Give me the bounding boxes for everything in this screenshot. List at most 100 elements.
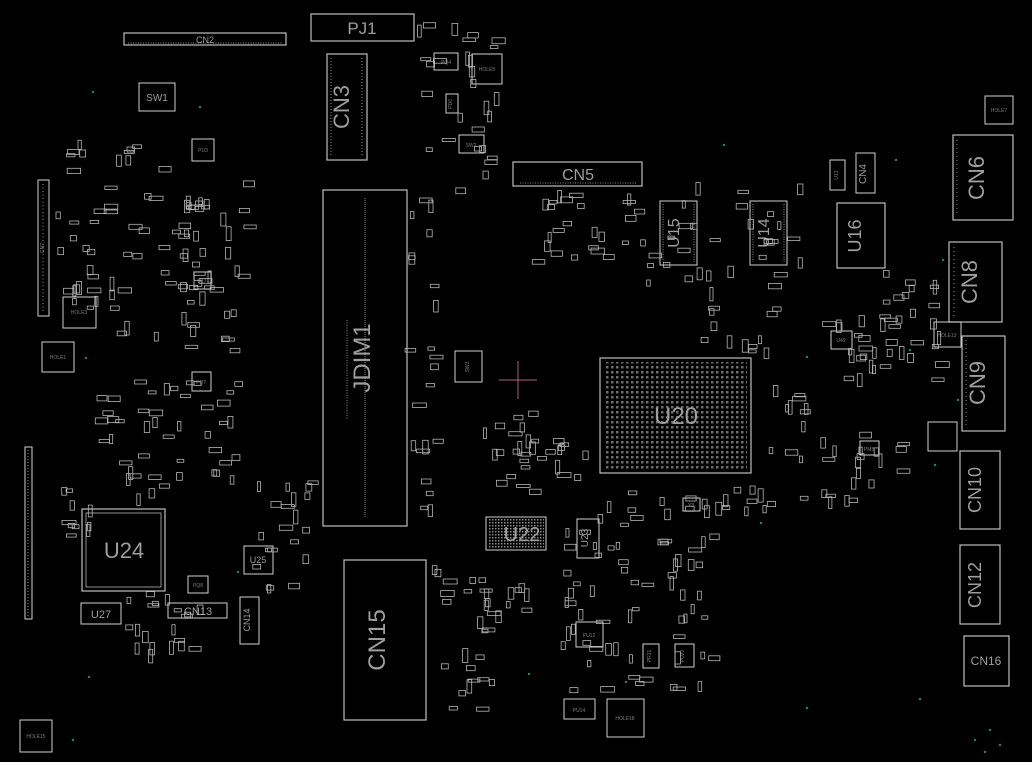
passive-footprint: [641, 582, 655, 588]
part-pm8[interactable]: PM8: [859, 440, 880, 456]
passive-footprint: [143, 421, 151, 433]
passive-footprint: [159, 483, 170, 489]
connector-cn5[interactable]: CN5: [512, 161, 643, 187]
chip-u14[interactable]: U14: [749, 200, 788, 266]
hole-hole7[interactable]: HOLE7: [984, 95, 1014, 125]
passive-footprint: [525, 434, 531, 449]
passive-footprint: [512, 448, 520, 455]
via-dot: [933, 463, 937, 467]
connector-cn16[interactable]: CN16: [963, 635, 1010, 687]
chip-u25[interactable]: U25: [243, 545, 274, 575]
passive-footprint: [158, 165, 172, 173]
passive-footprint: [560, 196, 574, 204]
passive-footprint: [518, 583, 526, 593]
connector-cn2[interactable]: CN2: [123, 32, 287, 46]
chip-u22[interactable]: U22: [485, 516, 547, 551]
passive-footprint: [125, 624, 134, 631]
passive-footprint: [427, 346, 435, 351]
chip-u13[interactable]: U13: [829, 159, 846, 191]
passive-footprint: [787, 236, 801, 241]
part-pd6[interactable]: PD6: [445, 93, 459, 114]
passive-footprint: [618, 559, 629, 566]
passive-footprint: [708, 655, 721, 662]
passive-footprint: [773, 271, 788, 278]
connector-cn10[interactable]: CN10: [959, 450, 1001, 530]
passive-footprint: [621, 567, 629, 574]
passive-footprint: [602, 254, 615, 260]
hole-hole18[interactable]: HOLE18: [606, 698, 645, 738]
passive-footprint: [489, 45, 499, 49]
switch-sw2[interactable]: SW2: [458, 134, 485, 154]
chip-u20[interactable]: U20: [599, 357, 752, 474]
passive-footprint: [628, 490, 638, 496]
chip-u15[interactable]: U15: [659, 200, 698, 266]
passive-footprint: [188, 284, 199, 291]
u49-label: U49: [836, 338, 845, 344]
passive-footprint: [591, 226, 598, 238]
passive-footprint: [733, 486, 742, 494]
connector-left-strip[interactable]: [24, 446, 33, 620]
passive-footprint: [932, 279, 938, 295]
passive-footprint: [76, 280, 82, 295]
passive-footprint: [204, 285, 215, 290]
part-pr21[interactable]: PR21: [642, 643, 660, 669]
passive-footprint: [183, 199, 191, 214]
connector-cn3[interactable]: CN3: [326, 53, 368, 161]
dimm-slot-jdim1[interactable]: JDIM1: [322, 189, 408, 527]
passive-footprint: [746, 498, 758, 504]
hole-misc-right[interactable]: [927, 421, 958, 452]
connector-cn9[interactable]: CN9: [961, 335, 1006, 432]
passive-footprint: [562, 220, 572, 227]
passive-footprint: [72, 285, 77, 297]
passive-footprint: [901, 292, 910, 299]
chip-pu12[interactable]: PU12: [575, 621, 604, 648]
connector-cn4[interactable]: CN4: [855, 152, 876, 194]
hole-hole15[interactable]: HOLE15: [19, 719, 53, 753]
connector-cn15[interactable]: CN15: [343, 559, 427, 721]
chip-u23[interactable]: U23: [576, 518, 600, 559]
passive-footprint: [709, 533, 720, 541]
passive-footprint: [766, 501, 776, 507]
passive-footprint: [678, 615, 686, 624]
chip-u49[interactable]: U49: [830, 330, 853, 350]
passive-footprint: [107, 395, 121, 402]
passive-footprint: [455, 187, 466, 195]
passive-footprint: [199, 291, 206, 306]
passive-footprint: [767, 211, 775, 217]
passive-footprint: [690, 223, 698, 230]
passive-footprint: [425, 382, 435, 388]
connector-cn14[interactable]: CN14: [239, 596, 260, 645]
passive-footprint: [507, 587, 515, 600]
hole-hole13[interactable]: HOLE13: [933, 321, 962, 348]
chip-u24[interactable]: U24: [81, 508, 166, 592]
passive-footprint: [200, 404, 214, 411]
connector-cn12[interactable]: CN12: [959, 544, 1001, 625]
passive-footprint: [856, 467, 862, 479]
passive-footprint: [596, 619, 611, 624]
passive-footprint: [109, 276, 115, 292]
connector-cn8[interactable]: CN8: [948, 241, 1003, 323]
chip-u27[interactable]: U27: [80, 602, 122, 625]
switch-sw1[interactable]: SW1: [138, 82, 176, 112]
passive-footprint: [749, 485, 756, 495]
chip-pu14[interactable]: PU14: [563, 698, 596, 720]
connector-cn7[interactable]: CN7: [37, 179, 50, 317]
part-pu3[interactable]: PU3: [191, 138, 215, 162]
passive-footprint: [669, 576, 674, 591]
chip-u16[interactable]: U16: [836, 202, 886, 269]
connector-cn6[interactable]: CN6: [952, 134, 1014, 221]
passive-footprint: [579, 529, 591, 535]
passive-footprint: [748, 343, 758, 349]
switch-sw3[interactable]: SW3: [454, 350, 483, 383]
part-pu20[interactable]: PU20: [674, 643, 695, 668]
passive-footprint: [856, 373, 863, 387]
hole-hole5[interactable]: HOLE5: [471, 53, 503, 85]
hole-hole1[interactable]: HOLE1: [41, 341, 75, 373]
passive-footprint: [910, 340, 924, 346]
part-pq8[interactable]: PQ8: [187, 575, 209, 594]
passive-footprint: [194, 206, 205, 212]
passive-footprint: [77, 139, 82, 150]
connector-pj1[interactable]: PJ1: [310, 13, 415, 42]
hole-hole3[interactable]: HOLE3: [62, 296, 97, 329]
